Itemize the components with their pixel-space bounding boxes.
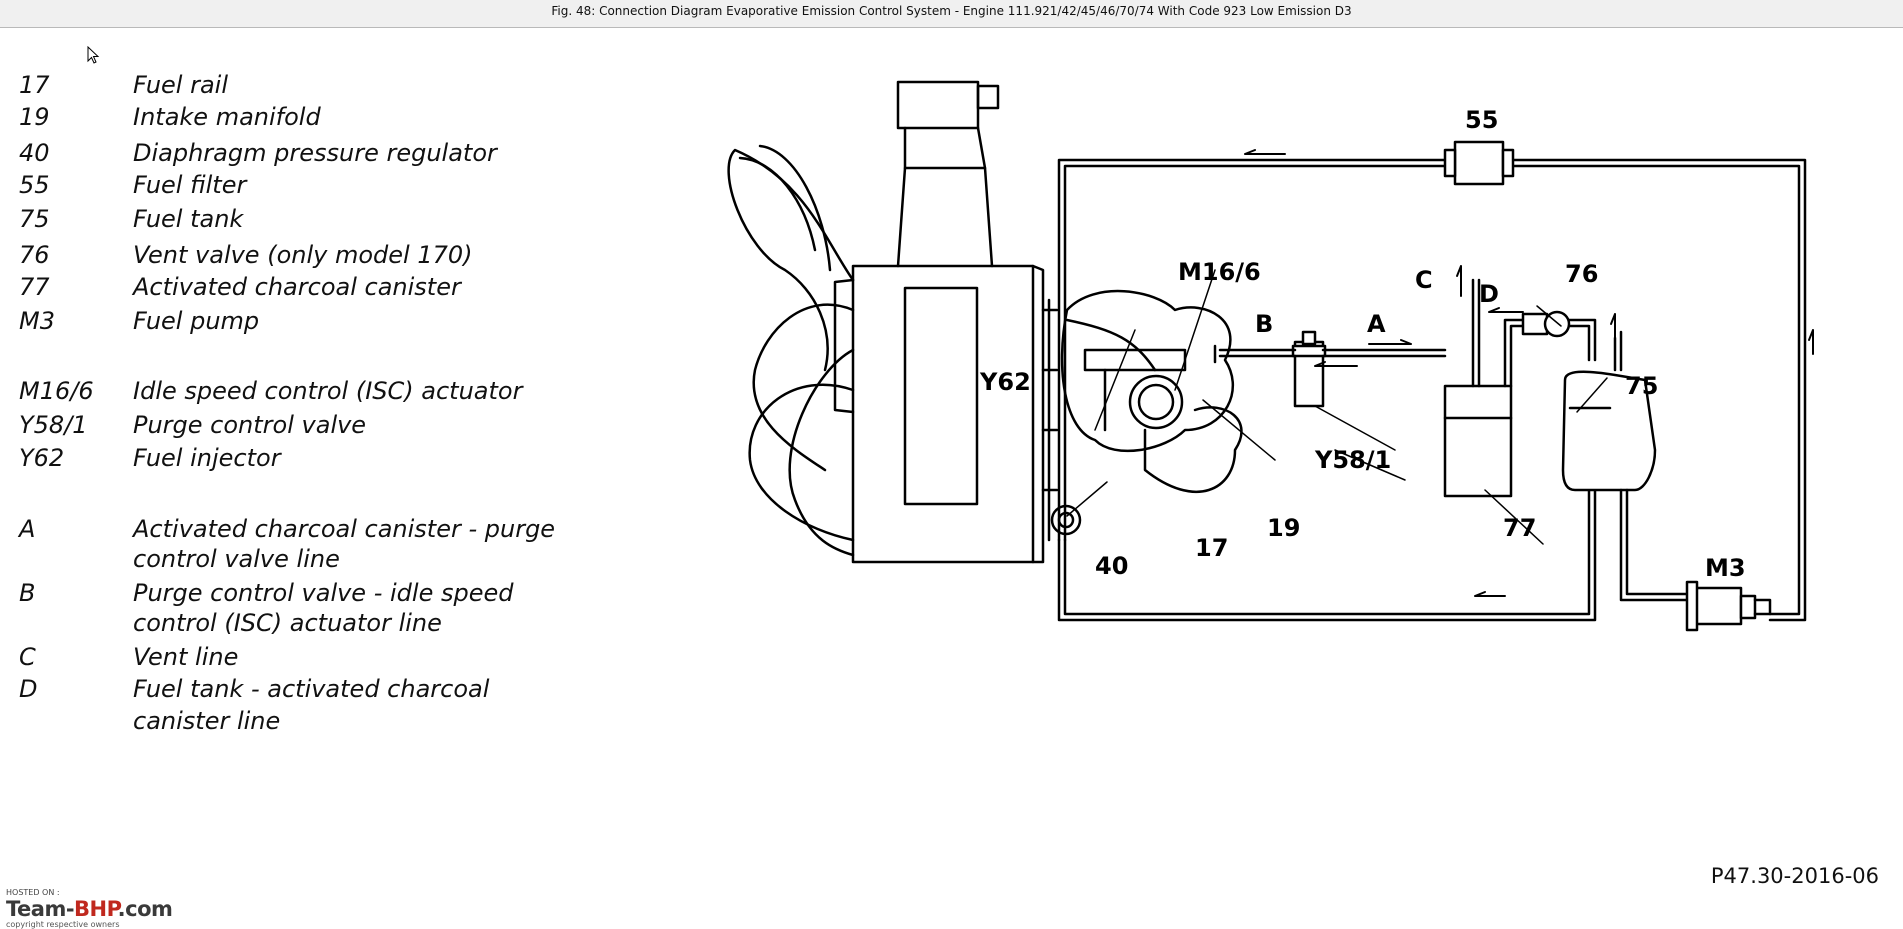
watermark-logo: HOSTED ON : Team-BHP.com copyright respe… <box>4 888 204 929</box>
mouse-cursor-icon <box>87 46 100 64</box>
figure-reference: P47.30-2016-06 <box>1710 864 1879 888</box>
vent-valve-76 <box>1521 310 1571 338</box>
purge-lines <box>1213 344 1447 364</box>
legend-code: C <box>19 643 36 671</box>
legend-desc: Fuel tank - activated charcoal <box>133 675 490 703</box>
diagram-label-m3: M3 <box>1705 554 1746 582</box>
diagram-label-d: D <box>1479 280 1499 308</box>
diagram-label-17: 17 <box>1195 534 1228 562</box>
legend-desc: Purge control valve <box>133 411 367 439</box>
diagram-label-y62: Y62 <box>979 368 1031 396</box>
watermark-brand: Team-BHP.com <box>6 897 173 921</box>
legend-code: B <box>19 579 36 607</box>
fuel-filter-55 <box>1443 140 1515 186</box>
diagram-label-55: 55 <box>1465 106 1498 134</box>
fuel-pump-m3 <box>1685 580 1772 632</box>
legend-code: M16/6 <box>19 377 94 405</box>
diagram-label-19: 19 <box>1267 514 1300 542</box>
legend-desc: Activated charcoal canister - purge <box>133 515 556 543</box>
legend-code: 75 <box>19 205 50 233</box>
legend-desc: Diaphragm pressure regulator <box>133 139 497 167</box>
legend-code: 19 <box>19 103 50 131</box>
charcoal-canister-77 <box>1443 384 1513 498</box>
intake-runners <box>727 144 855 557</box>
diagram-label-b: B <box>1255 310 1273 338</box>
diagram-label-y58-1: Y58/1 <box>1314 446 1391 474</box>
engine-block <box>851 80 1045 564</box>
watermark-brand-prefix: Team- <box>6 897 75 921</box>
legend-desc: Purge control valve - idle speed <box>133 579 514 607</box>
return-line <box>1057 488 1597 622</box>
legend-desc-continued: control valve line <box>133 545 340 573</box>
tank-line-d <box>1503 318 1525 388</box>
watermark-brand-suffix: .com <box>117 897 173 921</box>
legend-desc: Fuel rail <box>133 71 229 99</box>
legend-code: M3 <box>19 307 55 335</box>
legend-desc: Fuel filter <box>133 171 247 199</box>
window-title: Fig. 48: Connection Diagram Evaporative … <box>551 4 1352 18</box>
watermark-hosted-on: HOSTED ON : <box>6 888 60 897</box>
diagram-label-75: 75 <box>1625 372 1658 400</box>
legend-desc: Intake manifold <box>133 103 321 131</box>
tank-vent-pipe <box>1613 330 1623 372</box>
diagram-label-76: 76 <box>1565 260 1598 288</box>
legend-desc: Activated charcoal canister <box>133 273 461 301</box>
legend-desc: Fuel tank <box>133 205 244 233</box>
legend-code: 77 <box>19 273 50 301</box>
flow-arrows <box>1244 149 1814 597</box>
vent-valve-line <box>1567 318 1597 362</box>
diagram-label-40: 40 <box>1095 552 1128 580</box>
evap-emission-diagram: 55 76 M16/6 Y62 B A C D 75 Y58/1 19 17 4… <box>727 80 1814 632</box>
vent-line-loop <box>1057 158 1807 622</box>
legend-code: 76 <box>19 241 50 269</box>
legend-desc: Vent valve (only model 170) <box>133 241 473 269</box>
legend-code: 40 <box>19 139 50 167</box>
diagram-label-c: C <box>1415 266 1433 294</box>
legend-desc-continued: control (ISC) actuator line <box>133 609 442 637</box>
diagram-label-m16-6: M16/6 <box>1178 258 1261 286</box>
legend-code: Y58/1 <box>19 411 88 439</box>
diagram-label-a: A <box>1367 310 1386 338</box>
fuel-rail <box>1041 298 1059 542</box>
legend-desc: Idle speed control (ISC) actuator <box>133 377 523 405</box>
legend-code: D <box>19 675 38 703</box>
leader-lines <box>1066 269 1608 545</box>
watermark-tagline: copyright respective owners <box>6 920 120 929</box>
watermark-brand-accent: BHP <box>74 897 118 921</box>
legend-desc: Fuel pump <box>133 307 260 335</box>
legend-desc: Vent line <box>133 643 239 671</box>
vent-line-c <box>1471 278 1481 388</box>
diagram-label-77: 77 <box>1503 514 1536 542</box>
legend-desc: Fuel injector <box>133 444 281 472</box>
legend-code: 17 <box>19 71 50 99</box>
legend-desc-continued: canister line <box>133 707 281 735</box>
legend-code: Y62 <box>19 444 65 472</box>
purge-valve-y581 <box>1291 330 1327 408</box>
legend-code: 55 <box>19 171 50 199</box>
throttle-housing <box>1060 289 1243 494</box>
legend-code: A <box>19 515 36 543</box>
window-titlebar: Fig. 48: Connection Diagram Evaporative … <box>0 0 1903 28</box>
tank-pump-line <box>1619 488 1697 602</box>
